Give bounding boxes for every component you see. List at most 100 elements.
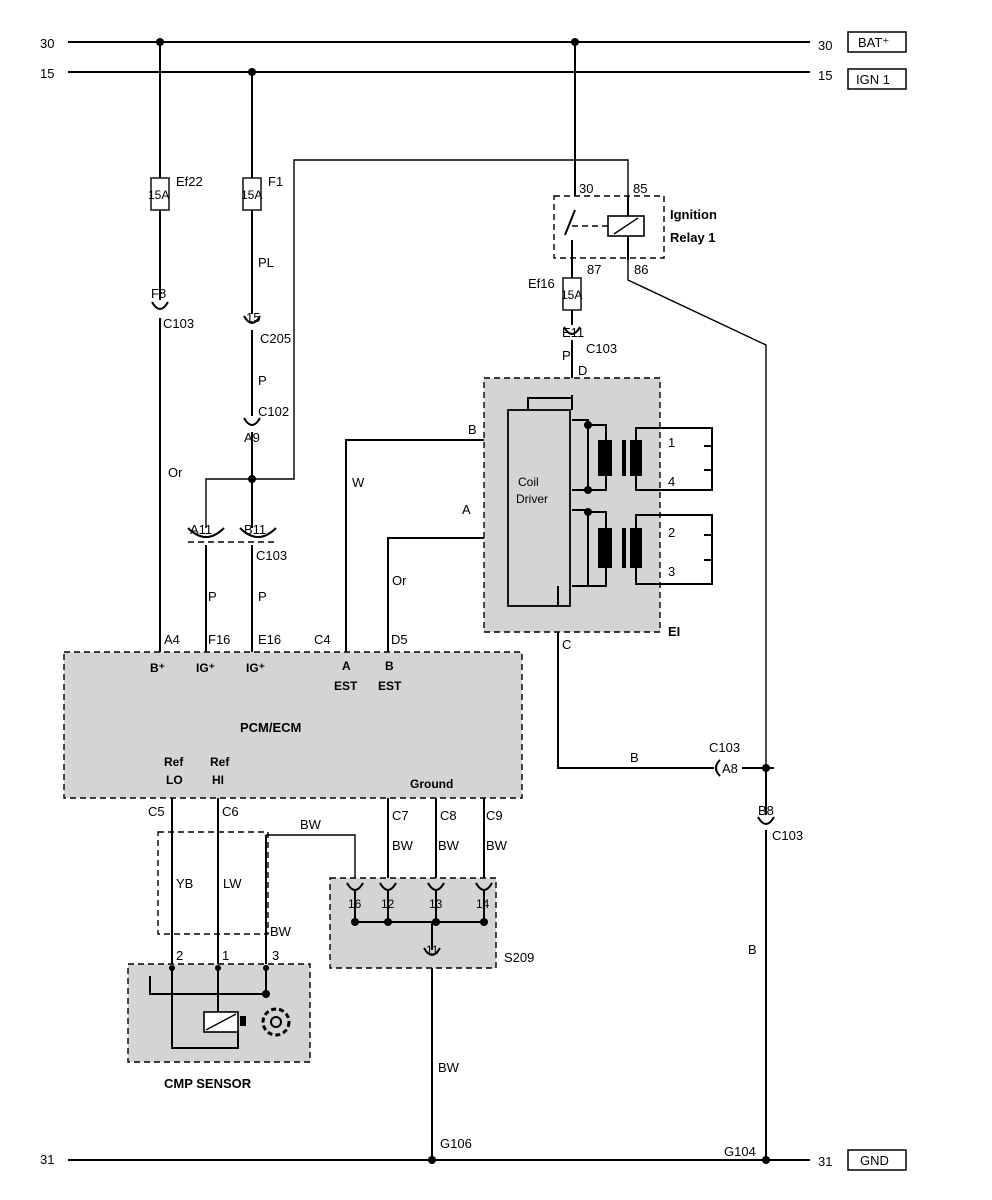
pcm-pin-f16: F16 xyxy=(208,632,230,647)
wire-color-b-ei: B xyxy=(468,422,477,437)
wire-color-c: C xyxy=(562,637,571,652)
cmp-pin-2: 2 xyxy=(176,948,183,963)
splice-terminal-13: 13 xyxy=(429,897,443,911)
ei-output-1: 1 xyxy=(668,435,675,450)
connector-b8-c103: C103 xyxy=(772,828,803,843)
connector-a8-c103: C103 xyxy=(709,740,740,755)
wire-color-bw-ground: BW xyxy=(438,1060,460,1075)
pcm-input-est-1: EST xyxy=(334,679,358,693)
connector-a8-label: A8 xyxy=(722,761,738,776)
connector-15: 15 C205 xyxy=(243,310,291,346)
connector-a9-c102: C102 xyxy=(258,404,289,419)
wire-color-p-e16: P xyxy=(258,589,267,604)
pcm-pin-c4: C4 xyxy=(314,632,331,647)
pcm-input-est-2: EST xyxy=(378,679,402,693)
splice-terminal-16: 16 xyxy=(348,897,362,911)
gear-icon xyxy=(261,1007,291,1037)
pcm-pin-d5: D5 xyxy=(391,632,408,647)
fuse-f1-rating: 15A xyxy=(241,188,262,202)
rail-bat-right-number: 30 xyxy=(818,38,832,53)
pcm-pin-c9: C9 xyxy=(486,808,503,823)
shield-box xyxy=(157,831,269,935)
splice-terminal-11: 11 xyxy=(426,943,439,957)
connector-a9-label: A9 xyxy=(244,430,260,445)
wire-color-p-e11: P xyxy=(562,348,571,363)
relay-title-line2: Relay 1 xyxy=(670,230,716,245)
ground-labels: G106 G104 xyxy=(440,1136,756,1159)
connector-15-c205: C205 xyxy=(260,331,291,346)
connector-b8: B8 C103 xyxy=(757,803,803,843)
connector-b8-label: B8 xyxy=(758,803,774,818)
splice-terminal-12: 12 xyxy=(381,897,395,911)
pcm-ref-hi-2: HI xyxy=(212,773,224,787)
connector-f8: F8 C103 xyxy=(151,286,194,331)
wire-color-a-ei: A xyxy=(462,502,471,517)
pcm-pin-c5: C5 xyxy=(148,804,165,819)
connector-e11: E11 C103 xyxy=(562,325,617,356)
cmp-pin-3: 3 xyxy=(272,948,279,963)
pcm-ground: Ground xyxy=(410,777,453,791)
connector-a11-label: A11 xyxy=(190,522,212,537)
fuse-ef22-name: Ef22 xyxy=(176,174,203,189)
pcm-input-a: A xyxy=(342,659,351,673)
pcm-ref-lo-1: Ref xyxy=(164,755,184,769)
wire-color-b-a8: B xyxy=(630,750,639,765)
cmp-pin-1: 1 xyxy=(222,948,229,963)
rail-gnd: 31 31 GND xyxy=(40,1149,907,1171)
wire-color-b-ground: B xyxy=(748,942,757,957)
pcm-input-b-plus: B⁺ xyxy=(150,661,165,675)
wire-color-bw-c8: BW xyxy=(438,838,460,853)
connector-b11-label: B11 xyxy=(244,522,266,537)
relay-title-line1: Ignition xyxy=(670,207,717,222)
ei-output-4: 4 xyxy=(668,474,675,489)
ei-driver-line2: Driver xyxy=(516,492,548,506)
ei-driver-line1: Coil xyxy=(518,475,539,489)
splice-s209: 16 12 13 14 11 S209 xyxy=(329,877,534,969)
ignition-relay: 30 85 87 86 Ignition Relay 1 xyxy=(553,181,717,277)
rail-bat: 30 30 BAT⁺ xyxy=(40,31,907,53)
pcm-title: PCM/ECM xyxy=(240,720,301,735)
fuse-ef22: 15A Ef22 xyxy=(148,174,203,211)
pcm-input-ig-2: IG⁺ xyxy=(246,661,265,675)
wire-color-or-d5: Or xyxy=(392,573,407,588)
wire-color-bw-c7: BW xyxy=(392,838,414,853)
pcm-ref-hi-1: Ref xyxy=(210,755,230,769)
rail-gnd-left-number: 31 xyxy=(40,1152,54,1167)
relay-pin-30: 30 xyxy=(579,181,593,196)
connector-a11-c103: C103 xyxy=(256,548,287,563)
relay-pin-86: 86 xyxy=(634,262,648,277)
connector-15-label: 15 xyxy=(246,310,260,325)
ei-label: EI xyxy=(668,624,680,639)
rail-bat-left-number: 30 xyxy=(40,36,54,51)
pcm-pin-e16: E16 xyxy=(258,632,281,647)
connector-a8: C103 A8 xyxy=(709,740,740,777)
wire-color-bw-pin3: BW xyxy=(270,924,292,939)
ei-output-3: 3 xyxy=(668,564,675,579)
wire-color-or-a4: Or xyxy=(168,465,183,480)
connector-e11-label: E11 xyxy=(562,325,584,340)
pcm-pin-c7: C7 xyxy=(392,808,409,823)
wire-color-yb: YB xyxy=(176,876,193,891)
rail-ign-left-number: 15 xyxy=(40,66,54,81)
pcm-input-b: B xyxy=(385,659,394,673)
relay-pin-87: 87 xyxy=(587,262,601,277)
ground-g104: G104 xyxy=(724,1144,756,1159)
fuse-f1-name: F1 xyxy=(268,174,283,189)
fuse-ef16-rating: 15A xyxy=(561,288,582,302)
rail-bat-tag: BAT⁺ xyxy=(858,35,889,50)
connector-a9: C102 A9 xyxy=(243,404,289,445)
pcm-pin-c8: C8 xyxy=(440,808,457,823)
wire-color-d: D xyxy=(578,363,587,378)
connector-f8-c103: C103 xyxy=(163,316,194,331)
wire-color-p-c205: P xyxy=(258,373,267,388)
wire-color-lw: LW xyxy=(223,876,242,891)
fuse-ef22-rating: 15A xyxy=(148,188,169,202)
rail-ign-right-number: 15 xyxy=(818,68,832,83)
wire-color-p-f16: P xyxy=(208,589,217,604)
splice-label: S209 xyxy=(504,950,534,965)
rail-ign: 15 15 IGN 1 xyxy=(40,66,907,90)
fuse-ef16-name: Ef16 xyxy=(528,276,555,291)
pcm-pin-a4: A4 xyxy=(164,632,180,647)
cmp-sensor: 2 1 3 CMP SENSOR xyxy=(127,948,311,1091)
